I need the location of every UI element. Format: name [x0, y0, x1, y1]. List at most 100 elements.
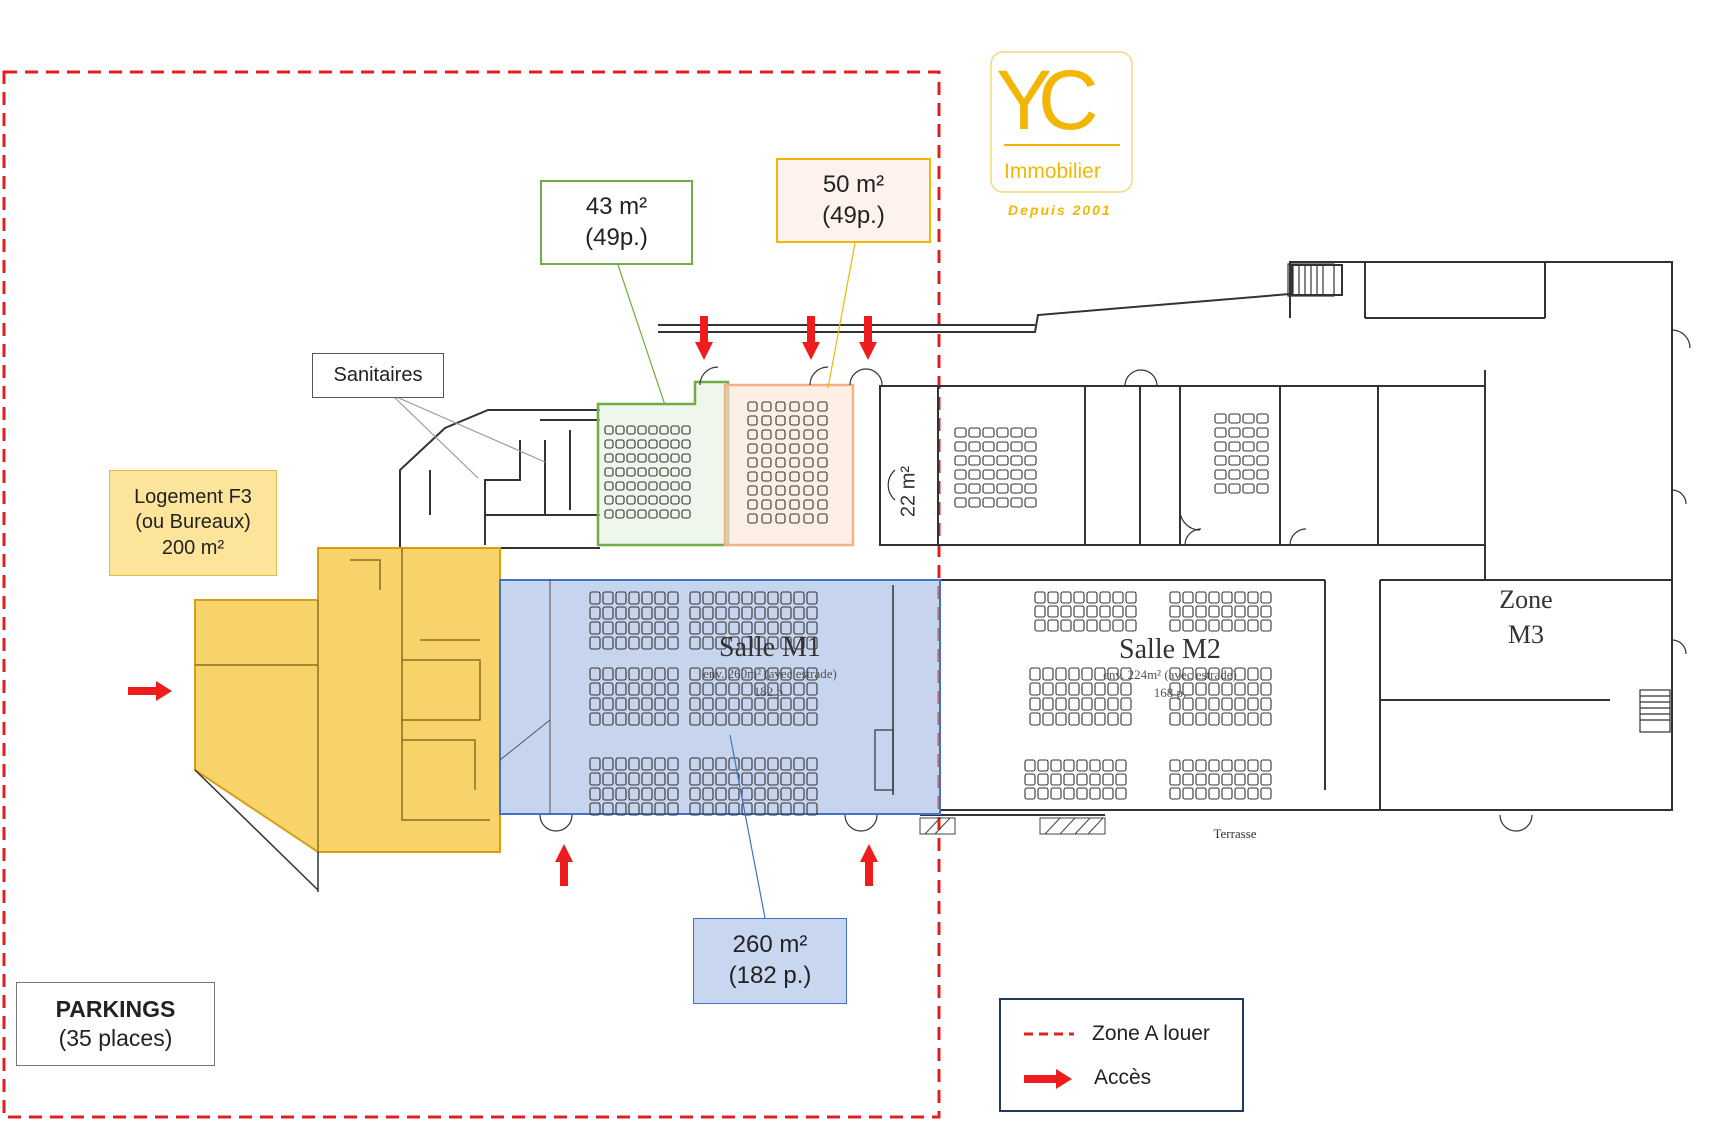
seat — [803, 499, 814, 510]
seat — [628, 802, 640, 816]
seat — [689, 772, 701, 786]
seat — [806, 591, 818, 605]
seat — [670, 509, 680, 519]
seat — [747, 415, 758, 426]
seat — [1102, 773, 1114, 786]
seat — [1182, 697, 1194, 711]
seat — [615, 682, 627, 696]
seat — [1195, 605, 1207, 618]
seat — [641, 591, 653, 605]
parkings-label: PARKINGS (35 places) — [16, 982, 215, 1066]
left-wing-walls — [399, 409, 600, 549]
building-outline — [658, 261, 1673, 816]
seat — [637, 439, 647, 449]
seat — [670, 495, 680, 505]
seat — [641, 606, 653, 620]
seat — [1125, 591, 1137, 604]
seat — [641, 636, 653, 650]
seat — [626, 453, 636, 463]
seat — [681, 509, 691, 519]
seat — [1169, 682, 1181, 696]
seat — [747, 443, 758, 454]
seat — [654, 697, 666, 711]
salle-m2-capacity: 168 p. — [1153, 685, 1187, 700]
seat — [702, 772, 714, 786]
seat — [1047, 605, 1059, 618]
seat — [1086, 591, 1098, 604]
seat — [659, 495, 669, 505]
seat — [667, 712, 679, 726]
area-50-label: 50 m² (49p.) — [776, 158, 931, 243]
room-43m2 — [596, 380, 730, 547]
seat — [641, 667, 653, 681]
seat — [996, 441, 1009, 452]
seat — [1182, 759, 1194, 772]
seat — [715, 621, 727, 635]
seat — [654, 802, 666, 816]
seat — [817, 499, 828, 510]
seat — [1228, 469, 1241, 480]
seat — [1234, 667, 1246, 681]
seat — [767, 591, 779, 605]
seat — [615, 495, 625, 505]
logement-subtitle: (ou Bureaux) — [135, 511, 251, 534]
seat — [1010, 455, 1023, 466]
seat — [803, 415, 814, 426]
seat — [817, 443, 828, 454]
seat — [1050, 759, 1062, 772]
seat — [1073, 591, 1085, 604]
seat — [1256, 455, 1269, 466]
seat — [1063, 787, 1075, 800]
seat — [741, 772, 753, 786]
seat — [1081, 682, 1093, 696]
seat — [681, 495, 691, 505]
seat — [1182, 773, 1194, 786]
seat — [1107, 667, 1119, 681]
seat — [602, 667, 614, 681]
seat — [1120, 697, 1132, 711]
seat — [615, 802, 627, 816]
seat — [667, 682, 679, 696]
seat — [654, 591, 666, 605]
classroom-seats — [954, 413, 1269, 508]
seat — [1234, 619, 1246, 632]
seat — [615, 712, 627, 726]
area-43-size: 43 m² — [585, 192, 648, 220]
seat — [715, 606, 727, 620]
seat — [761, 457, 772, 468]
seat — [1195, 712, 1207, 726]
seat — [615, 757, 627, 771]
seat — [628, 772, 640, 786]
seat — [1260, 759, 1272, 772]
door-arcs — [539, 329, 1691, 832]
seat — [1260, 787, 1272, 800]
small-rooms-seats — [604, 401, 828, 524]
arrow-left-entry-icon — [128, 681, 172, 701]
seat — [1234, 712, 1246, 726]
seat — [615, 481, 625, 491]
seat — [1081, 712, 1093, 726]
seat — [715, 636, 727, 650]
seat — [626, 509, 636, 519]
seat — [754, 606, 766, 620]
seat — [954, 469, 967, 480]
seat — [747, 401, 758, 412]
seat — [1256, 413, 1269, 424]
seat — [702, 606, 714, 620]
seat — [602, 787, 614, 801]
seat — [1050, 773, 1062, 786]
seat — [648, 425, 658, 435]
seat — [982, 455, 995, 466]
seat — [780, 772, 792, 786]
seat — [806, 636, 818, 650]
seat — [1063, 759, 1075, 772]
seat — [775, 471, 786, 482]
seat — [1024, 455, 1037, 466]
seat — [793, 802, 805, 816]
seat — [681, 467, 691, 477]
seat — [637, 425, 647, 435]
seat — [589, 636, 601, 650]
seat — [659, 481, 669, 491]
seat — [689, 787, 701, 801]
seat — [589, 802, 601, 816]
